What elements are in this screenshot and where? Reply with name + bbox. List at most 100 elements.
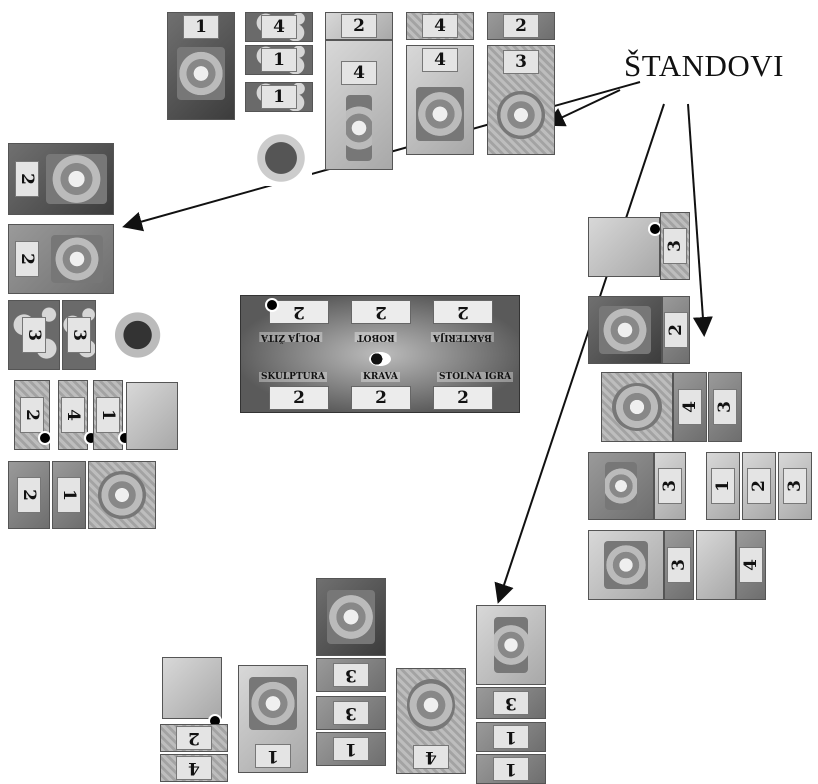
robot-card[interactable]: 4 [325,40,393,170]
board-slot-cow[interactable]: 2 [351,386,411,410]
board-game-card[interactable]: 2 [8,143,114,215]
board-slot-robot[interactable]: 2 [351,300,411,324]
board-slot-sculpture[interactable]: 2 [269,386,329,410]
sculpture-card[interactable]: 1 [706,452,740,520]
target-dot-icon [265,298,279,312]
card-number: 2 [503,14,539,38]
card-number: 4 [341,61,377,85]
cow-card[interactable]: 3 [62,300,96,370]
card-number: 3 [713,389,737,425]
cow-card[interactable]: 3 [8,300,60,370]
card-number: 1 [493,725,529,749]
sculpture-card[interactable]: 4 [406,45,474,155]
field-card[interactable]: 3 [660,212,690,280]
cow-card[interactable]: 4 [245,12,313,42]
card-number: 3 [22,317,46,353]
bacteria-card[interactable]: 1 [52,461,86,529]
board-game-card[interactable]: 2 [662,296,690,364]
robot-image [345,94,373,162]
robot-card[interactable]: 1 [476,754,546,784]
bacteria-card[interactable]: 3 [708,372,742,442]
card-number: 4 [739,547,763,583]
board-game-card[interactable]: 1 [167,12,235,120]
card-number: 1 [183,15,219,39]
field-card[interactable]: 4 [58,380,88,450]
card-number: 3 [333,701,369,725]
card-number: 1 [711,468,735,504]
card-number: 1 [333,737,369,761]
robot-image-card[interactable] [476,605,546,685]
board-game-card[interactable] [588,296,662,364]
robot-image-card[interactable] [696,530,736,600]
sculpture-image [50,234,103,284]
card-number: 3 [333,663,369,687]
field-card[interactable]: 4 [160,754,228,782]
robot-card[interactable]: 3 [664,530,694,600]
bacteria-card[interactable]: 4 [673,372,707,442]
bacteria-card[interactable]: 3 [487,45,555,155]
central-board: 2 2 2 POLJA ŽITA ROBOT BAKTERIJA SKULPTU… [240,295,520,413]
sculpture-image [605,462,637,510]
bacteria-image-card[interactable] [88,461,156,529]
card-number: 3 [503,50,539,74]
board-slot-board-game[interactable]: 2 [433,386,493,410]
card-number: 3 [493,691,529,715]
bacteria-card[interactable]: 2 [8,461,50,529]
board-label-fields: POLJA ŽITA [259,332,323,342]
board-game-image [326,589,376,645]
card-number: 2 [15,241,39,277]
sculpture-image [248,676,298,730]
bacteria-card[interactable]: 2 [487,12,555,40]
card-number: 4 [61,397,85,433]
sculpture-card[interactable]: 3 [654,452,686,520]
card-number: 1 [57,477,81,513]
cow-card[interactable]: 1 [245,45,313,75]
board-label-sculpture: SKULPTURA [259,372,327,382]
card-number: 4 [678,389,702,425]
card-number: 2 [176,726,212,750]
bacteria-image [497,91,545,139]
card-number: 2 [17,477,41,513]
board-label-robot: ROBOT [355,332,397,342]
robot-card[interactable]: 4 [736,530,766,600]
bacteria-image [98,471,146,519]
board-game-image [599,306,651,354]
board-label-board-game: STOLNA IGRA [437,372,514,382]
board-label-bacteria: BAKTERIJA [431,332,494,342]
robot-image [603,540,649,590]
cow-figure [98,305,164,365]
board-slot-bacteria[interactable]: 2 [433,300,493,324]
sculpture-card[interactable]: 3 [778,452,812,520]
card-number: 4 [413,745,449,769]
board-game-image [177,46,225,100]
card-number: 4 [176,756,212,780]
robot-card[interactable]: 1 [476,722,546,752]
field-image-card[interactable] [162,657,222,719]
field-card[interactable]: 2 [160,724,228,752]
arrow-to-bottom [494,103,665,604]
sculpture-card[interactable]: 2 [8,224,114,294]
cow-card[interactable]: 1 [245,82,313,112]
bacteria-image [611,382,663,432]
bacteria-card[interactable]: 4 [396,668,466,774]
board-game-card[interactable] [316,578,386,656]
sculpture-card[interactable]: 1 [238,665,308,773]
card-number: 1 [255,744,291,768]
robot-card[interactable]: 2 [325,12,393,40]
board-game-card[interactable]: 3 [316,658,386,692]
bacteria-image-card[interactable] [601,372,673,442]
card-number: 3 [658,468,682,504]
card-number: 1 [493,757,529,781]
robot-card[interactable]: 3 [476,687,546,719]
field-image-card[interactable] [126,382,178,450]
sculpture-card[interactable]: 4 [406,12,474,40]
sculpture-card[interactable]: 2 [742,452,776,520]
board-game-card[interactable]: 3 [316,696,386,730]
card-number: 3 [663,228,687,264]
card-number: 2 [747,468,771,504]
robot-image-card[interactable] [588,530,664,600]
sculpture-image-card[interactable] [588,452,654,520]
card-number: 2 [664,312,688,348]
board-game-card[interactable]: 1 [316,732,386,766]
board-game-image [46,153,107,205]
